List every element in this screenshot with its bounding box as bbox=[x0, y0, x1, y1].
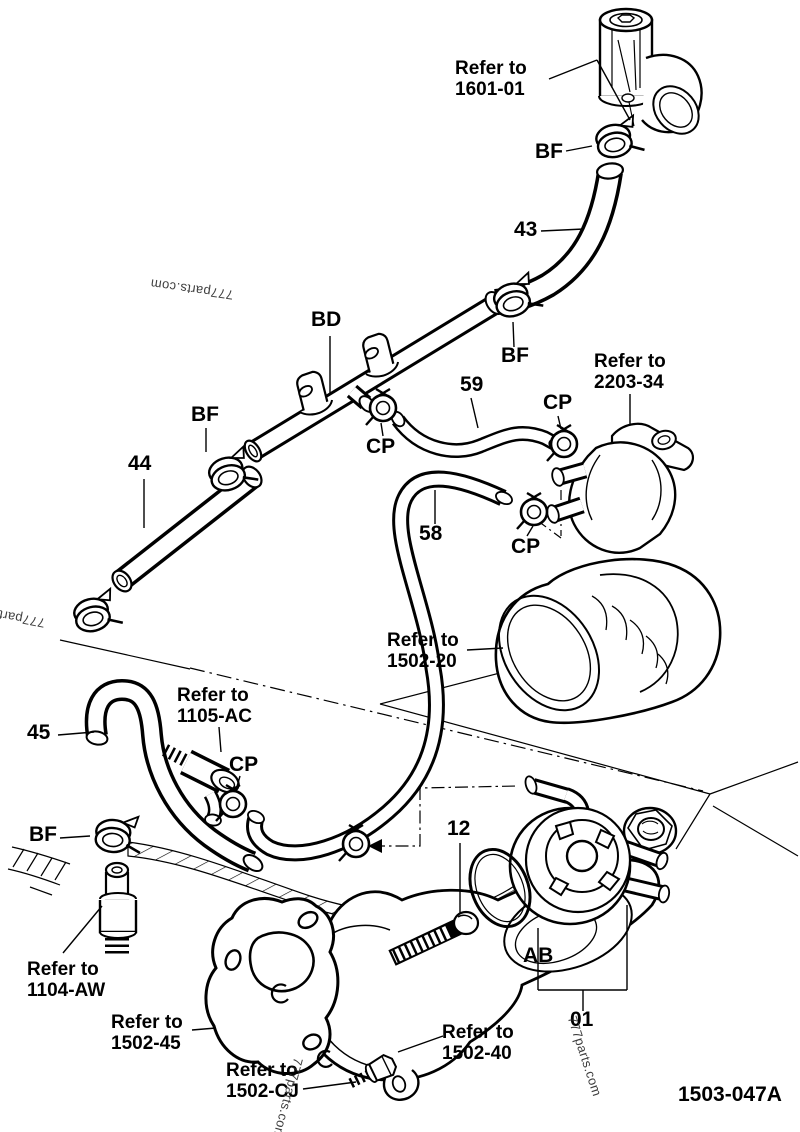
callout-cp-hose59-left: CP bbox=[366, 435, 396, 458]
clamp-bf-hose44-bottom bbox=[69, 586, 125, 636]
callout-refer-1502-cj: Refer to 1502-CJ bbox=[226, 1060, 299, 1102]
callout-01: 01 bbox=[570, 1008, 594, 1031]
hose-44 bbox=[111, 465, 263, 593]
pump-2203-34 bbox=[546, 422, 694, 554]
callout-ab: AB bbox=[523, 944, 554, 967]
callout-45: 45 bbox=[27, 721, 51, 744]
callout-refer-1105-ac: Refer to 1105-AC bbox=[177, 685, 252, 727]
fitting-1601-01 bbox=[598, 7, 703, 135]
callout-12: 12 bbox=[447, 817, 471, 840]
callout-cp-pump-port: CP bbox=[511, 535, 541, 558]
bolt-1502-cj bbox=[348, 1053, 398, 1088]
callout-refer-1502-20: Refer to 1502-20 bbox=[387, 630, 459, 672]
drawing-number: 1503-047A bbox=[678, 1083, 782, 1106]
callout-refer-1502-40: Refer to 1502-40 bbox=[442, 1022, 514, 1064]
callout-bf-bottom: BF bbox=[29, 823, 57, 846]
callout-44: 44 bbox=[128, 452, 152, 475]
hose-45 bbox=[84, 678, 264, 873]
oil-filter-1502-20 bbox=[494, 557, 722, 725]
callout-refer-2203-34: Refer to 2203-34 bbox=[594, 351, 666, 393]
clamp-cp-hose59-right bbox=[545, 423, 579, 463]
callout-refer-1502-45: Refer to 1502-45 bbox=[111, 1012, 183, 1054]
callout-bd: BD bbox=[311, 308, 342, 331]
callout-58: 58 bbox=[419, 522, 443, 545]
pipe-bd bbox=[243, 297, 498, 463]
sensor-1104-aw bbox=[98, 861, 138, 957]
callout-43: 43 bbox=[514, 218, 538, 241]
callout-59: 59 bbox=[460, 373, 484, 396]
hose-59 bbox=[390, 410, 566, 458]
callout-cp-hose59-right: CP bbox=[543, 391, 573, 414]
callout-bf-mid: BF bbox=[501, 344, 529, 367]
callout-bf-top: BF bbox=[535, 140, 563, 163]
gasket-1502-45 bbox=[204, 897, 340, 1076]
callout-refer-1601-01: Refer to 1601-01 bbox=[455, 58, 527, 100]
stud-12 bbox=[388, 910, 480, 966]
callout-bf-left: BF bbox=[191, 403, 219, 426]
oil-cooler-ab bbox=[468, 775, 678, 929]
callout-cp-low: CP bbox=[229, 753, 259, 776]
callout-refer-1104-aw: Refer to 1104-AW bbox=[27, 959, 106, 1001]
clamp-bf-top bbox=[591, 113, 647, 162]
o-ring bbox=[468, 847, 532, 929]
hatching bbox=[7, 841, 521, 925]
valve-1105-ac bbox=[162, 744, 240, 827]
hose-58 bbox=[246, 470, 513, 862]
leader-lines bbox=[57, 59, 631, 1090]
